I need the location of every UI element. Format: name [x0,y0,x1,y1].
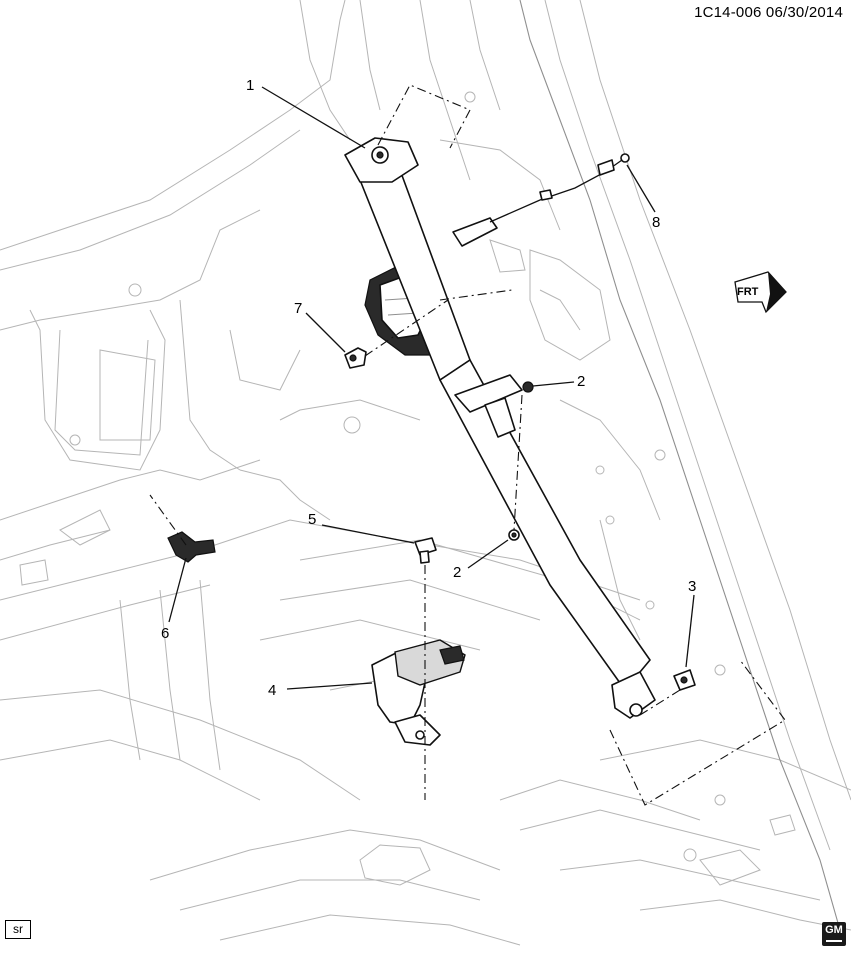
callout-3: 3 [688,578,696,595]
part-6-guide-bracket [167,531,216,563]
callout-6: 6 [161,625,169,642]
front-direction-indicator: FRT [734,271,787,314]
callout-1: 1 [246,77,254,94]
part-3-bolt [673,669,696,691]
part-2-upper-nut [522,381,534,393]
callout-leaders [168,86,695,690]
callout-4: 4 [268,682,276,699]
part-7-bolt [344,347,367,369]
part-1-seat-belt-webbing [344,137,656,719]
front-direction-label: FRT [737,286,759,298]
background-holes [69,91,726,862]
diagram-id-date: 1C14-006 06/30/2014 [694,4,843,21]
gm-logo: GM [822,922,846,946]
part-4-seat-belt-buckle [371,639,466,746]
callout-2-upper: 2 [577,373,585,390]
sr-code-box: sr [5,920,31,939]
part-8-wire-harness [452,153,630,247]
callout-5: 5 [308,511,316,528]
callout-8: 8 [652,214,660,231]
part-5-bolt [414,537,437,564]
callout-2-lower: 2 [453,564,461,581]
part-2-lower-nut [508,529,520,541]
callout-labels: 1 2 2 3 4 5 6 7 8 [161,77,696,699]
installation-guide-lines [149,84,786,806]
callout-7: 7 [294,300,302,317]
